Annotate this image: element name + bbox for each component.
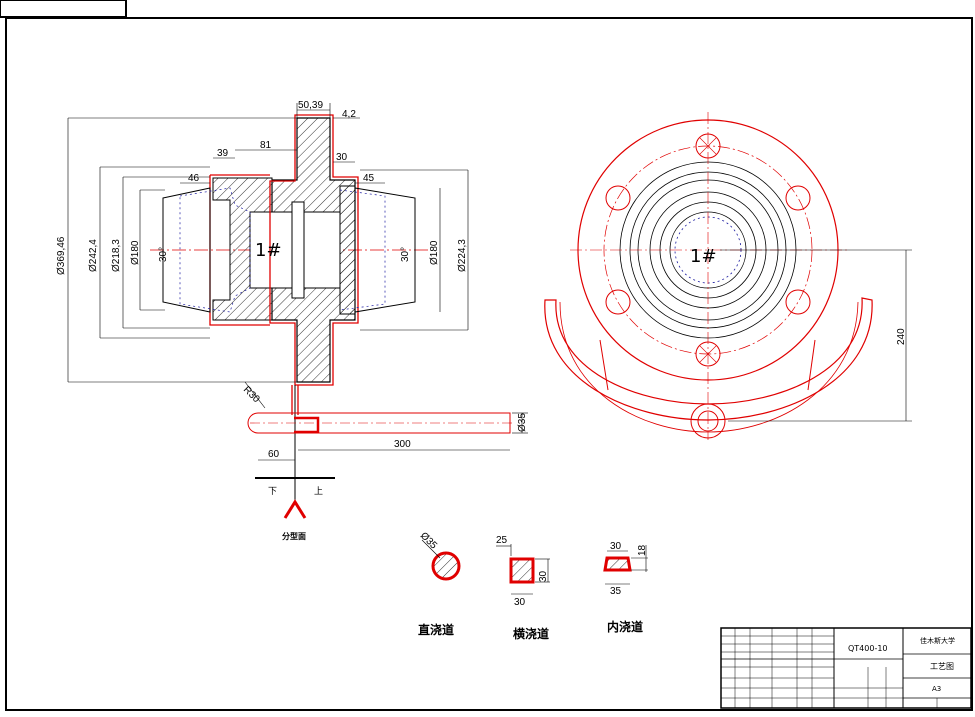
dim-angle-left: 30° bbox=[158, 247, 169, 262]
dim-240: 240 bbox=[896, 328, 907, 345]
dim-60: 60 bbox=[268, 449, 280, 460]
section-trap-bottom: 35 bbox=[610, 586, 622, 597]
label-parting-plane: 分型面 bbox=[282, 531, 306, 541]
dim-phi-218: Ø218,3 bbox=[111, 239, 122, 272]
section-circle-dim: Ø35 bbox=[418, 530, 439, 551]
top-view-dims bbox=[720, 249, 912, 422]
dim-39: 39 bbox=[217, 148, 229, 159]
dim-4-2: 4,2 bbox=[342, 109, 356, 120]
label-down: 下 bbox=[268, 487, 277, 497]
label-cross-runner: 横浇道 bbox=[513, 626, 549, 641]
part-label-right: 1# bbox=[690, 246, 717, 267]
label-up: 上 bbox=[314, 486, 323, 497]
dim-46: 46 bbox=[188, 173, 200, 184]
drawing-number: QT400-10 bbox=[848, 644, 888, 653]
top-view bbox=[544, 112, 873, 440]
section-rect-top: 25 bbox=[496, 535, 508, 546]
section-trap-top: 30 bbox=[610, 541, 622, 552]
dim-45: 45 bbox=[363, 173, 375, 184]
horseshoe-runner bbox=[544, 297, 873, 421]
dimension-texts: 50,39 4,2 39 81 30 46 45 Ø369,46 Ø242,4 … bbox=[56, 100, 907, 460]
dim-angle-right: 30° bbox=[400, 247, 411, 262]
dim-phi-369: Ø369,46 bbox=[56, 236, 67, 275]
section-trap-side: 18 bbox=[637, 544, 648, 556]
dim-300: 300 bbox=[394, 439, 411, 450]
dim-81: 81 bbox=[260, 140, 272, 151]
dim-30: 30 bbox=[336, 152, 348, 163]
dim-phi-180-right: Ø180 bbox=[429, 240, 440, 265]
school-name: 佳木斯大学 bbox=[920, 636, 955, 645]
dim-phi-35: Ø35 bbox=[517, 413, 528, 432]
dim-phi-180-left: Ø180 bbox=[130, 240, 141, 265]
dim-phi-224: Ø224,3 bbox=[457, 239, 468, 272]
label-straight-runner: 直浇道 bbox=[418, 622, 454, 637]
section-view bbox=[150, 114, 515, 519]
title-block bbox=[720, 627, 972, 709]
dim-50-39: 50,39 bbox=[298, 100, 323, 111]
dimension-lines bbox=[67, 103, 528, 461]
parting-arrow bbox=[283, 499, 307, 519]
section-rect-bottom: 30 bbox=[514, 597, 526, 608]
part-label-left: 1# bbox=[255, 240, 282, 261]
section-rect-side: 30 bbox=[538, 570, 549, 582]
core-sand-left bbox=[179, 187, 386, 313]
label-inner-runner: 内浇道 bbox=[607, 619, 643, 634]
drawing-name: 工艺图 bbox=[930, 662, 954, 671]
dim-r30: R30 bbox=[241, 384, 262, 405]
dim-phi-242: Ø242,4 bbox=[88, 239, 99, 272]
sheet-size: A3 bbox=[932, 685, 941, 693]
runner-sections: Ø35 25 30 30 30 18 35 直浇道 横浇道 内浇道 bbox=[418, 530, 648, 641]
